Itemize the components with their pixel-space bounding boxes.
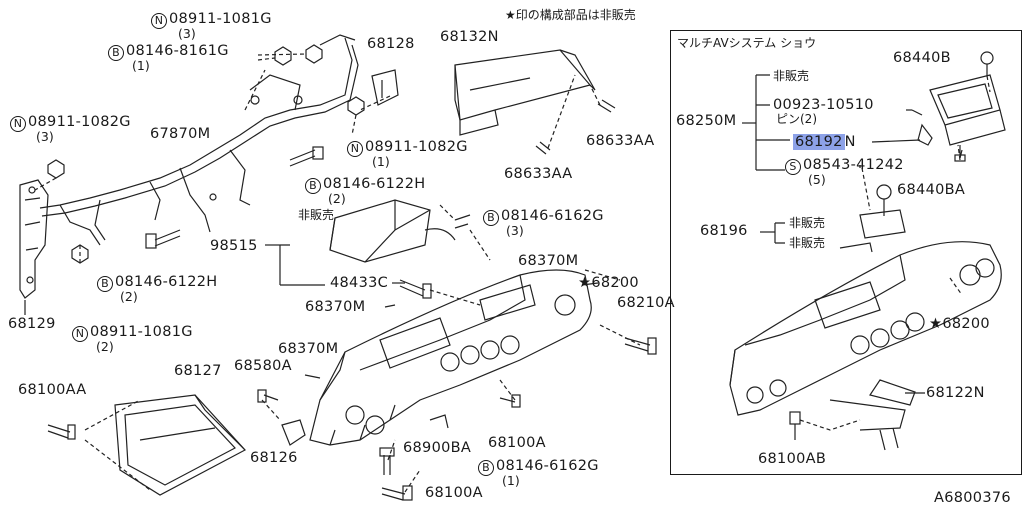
callout-00923-10510[interactable]: 00923-10510 (773, 97, 874, 113)
callout-68580a[interactable]: 68580A (234, 358, 292, 374)
inset-pin-label: ピン(2) (776, 112, 817, 126)
inset-title: マルチAVシステム ショウ (677, 36, 817, 50)
hex-nuts-drawing (47, 44, 365, 264)
callout-68250m[interactable]: 68250M (676, 113, 737, 129)
callout-qty: (1) (502, 473, 520, 488)
callout-68100aa[interactable]: 68100AA (18, 382, 87, 398)
n-mark-icon: N (151, 13, 167, 29)
callout-68200-main[interactable]: ★68200 (578, 276, 639, 291)
callout-number: 08146-6162G (501, 208, 604, 224)
callout-lines-drawing (24, 244, 599, 379)
callout-number: 08146-6122H (323, 176, 426, 192)
callout-68900ba[interactable]: 68900BA (403, 440, 472, 456)
callout-68440ba[interactable]: 68440BA (897, 182, 966, 198)
b-mark-icon: B (97, 276, 113, 292)
b-mark-icon: B (483, 210, 499, 226)
callout-suffix: N (844, 134, 856, 150)
callout-68633aa-b[interactable]: 68633AA (504, 166, 573, 182)
b-mark-icon: B (305, 178, 321, 194)
callout-qty: (3) (506, 223, 524, 238)
instrument-panel-drawing (309, 269, 592, 446)
callout-number: 08911-1082G (365, 139, 468, 155)
callout-qty: (1) (132, 58, 150, 73)
callout-number: 08146-6122H (115, 274, 218, 290)
callout-98515[interactable]: 98515 (210, 238, 258, 254)
callout-number: 08146-6162G (496, 458, 599, 474)
callout-number: 08543-41242 (803, 157, 904, 173)
inset-not-for-sale-1: 非販売 (773, 69, 810, 83)
star-icon: ★ (578, 275, 592, 291)
inset-not-for-sale-2: 非販売 (789, 216, 826, 230)
callout-number: 68200 (942, 316, 990, 332)
callout-67870m[interactable]: 67870M (150, 126, 211, 142)
callout-number: 08911-1081G (90, 324, 193, 340)
b-mark-icon: B (478, 460, 494, 476)
callout-68370m-a[interactable]: 68370M (518, 253, 579, 269)
callout-68126[interactable]: 68126 (250, 450, 298, 466)
diagram-id: A6800376 (934, 490, 1011, 506)
left-bracket-drawing (19, 179, 49, 299)
lid-68132n-drawing (454, 49, 596, 136)
callout-68370m-b[interactable]: 68370M (305, 299, 366, 315)
callout-qty: (1) (372, 154, 390, 169)
callout-qty: (3) (36, 129, 54, 144)
glove-box-drawing (114, 394, 246, 496)
n-mark-icon: N (72, 326, 88, 342)
callout-68370m-c[interactable]: 68370M (278, 341, 339, 357)
leader-lines-drawing (34, 53, 641, 493)
callout-68210a[interactable]: 68210A (617, 295, 675, 311)
callout-68440b[interactable]: 68440B (893, 50, 951, 66)
callout-number: 08911-1082G (28, 114, 131, 130)
inset-leader-lines-drawing (799, 75, 991, 431)
callout-number: 08911-1081G (169, 11, 272, 27)
small-brackets-drawing (281, 69, 471, 446)
callout-qty: (2) (328, 191, 346, 206)
n-mark-icon: N (347, 141, 363, 157)
callout-48433c[interactable]: 48433C (330, 275, 389, 291)
callout-68196[interactable]: 68196 (700, 223, 748, 239)
inset-frame (670, 30, 1022, 475)
header-note: ★印の構成部品は非販売 (505, 8, 636, 22)
callout-68122n[interactable]: 68122N (926, 385, 985, 401)
callout-68200-inset[interactable]: ★68200 (929, 317, 990, 332)
callout-68127[interactable]: 68127 (174, 363, 222, 379)
callout-68129[interactable]: 68129 (8, 316, 56, 332)
callout-number: 08146-8161G (126, 43, 229, 59)
callout-68128[interactable]: 68128 (367, 36, 415, 52)
callout-qty: (5) (808, 172, 826, 187)
n-mark-icon: N (10, 116, 26, 132)
s-mark-icon: S (785, 159, 801, 175)
cross-car-beam-drawing (39, 34, 359, 246)
callout-68100a-b[interactable]: 68100A (425, 485, 483, 501)
callout-qty: (2) (120, 289, 138, 304)
callout-number-highlighted: 68192 (793, 134, 845, 150)
not-for-sale-main: 非販売 (298, 208, 335, 222)
star-icon: ★ (929, 316, 943, 332)
airbag-module-drawing (329, 199, 456, 263)
inset-not-for-sale-3: 非販売 (789, 236, 826, 250)
callout-68100a-a[interactable]: 68100A (488, 435, 546, 451)
callout-68633aa-a[interactable]: 68633AA (586, 133, 655, 149)
callout-number: 68200 (591, 275, 639, 291)
callout-68100ab[interactable]: 68100AB (758, 451, 827, 467)
inset-callout-lines-drawing (742, 74, 963, 394)
bolts-drawing (47, 99, 657, 501)
callout-68132n[interactable]: 68132N (440, 29, 499, 45)
b-mark-icon: B (108, 45, 124, 61)
callout-qty: (3) (178, 26, 196, 41)
callout-qty: (2) (96, 339, 114, 354)
